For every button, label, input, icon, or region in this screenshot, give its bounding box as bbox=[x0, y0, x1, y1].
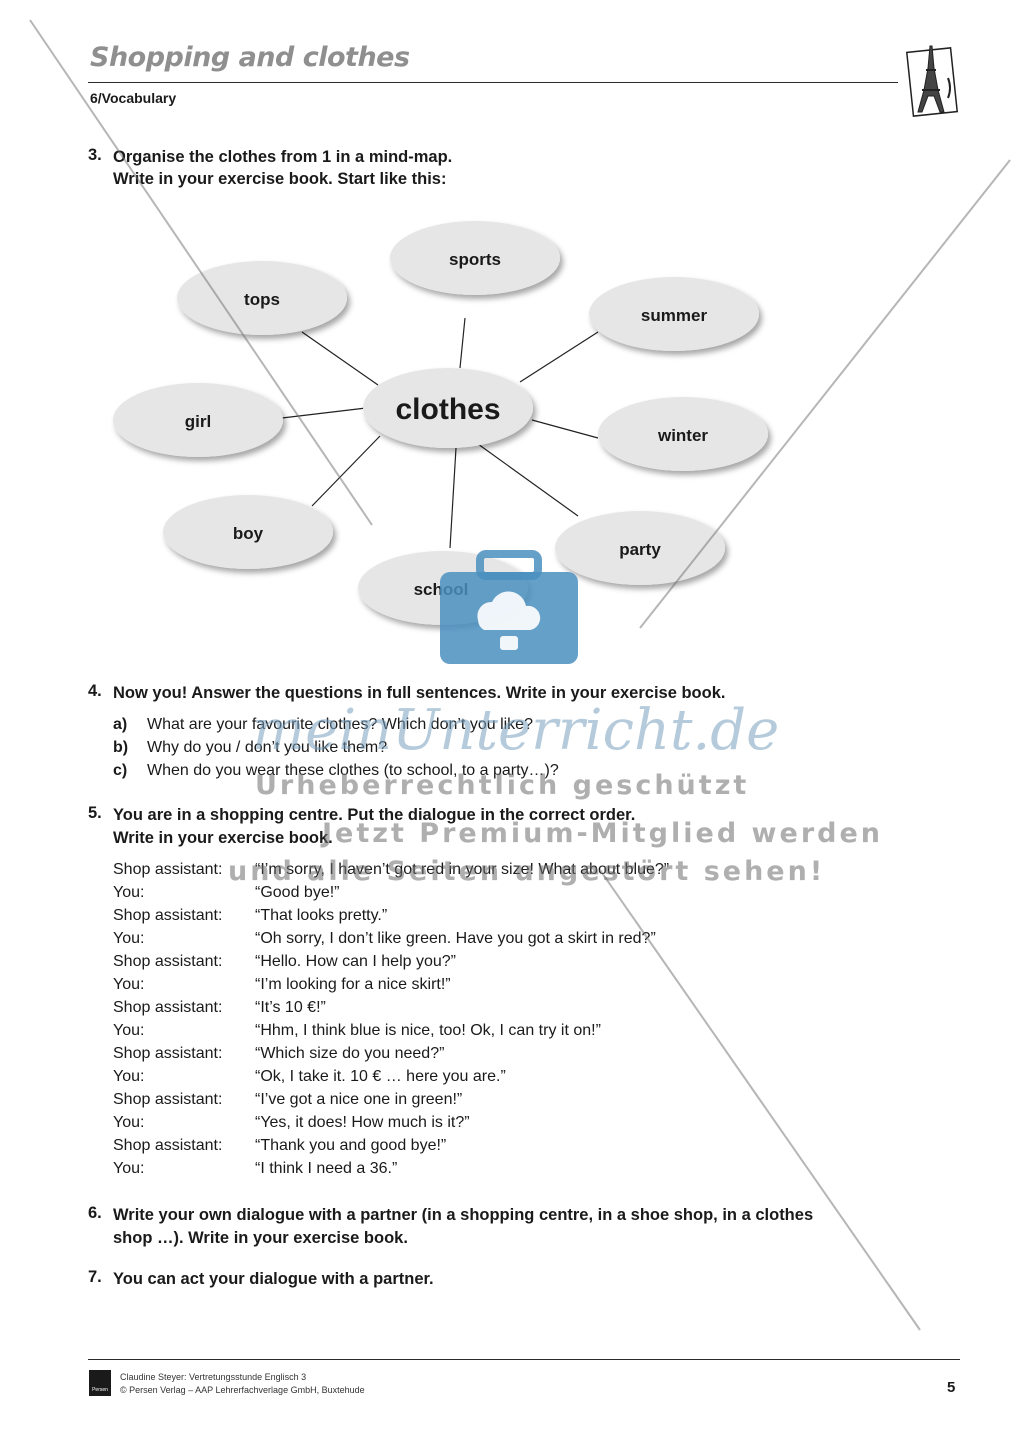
mind-map-node-label: summer bbox=[641, 306, 708, 325]
question-item: a) What are your favourite clothes? Which… bbox=[113, 713, 533, 736]
dialogue-row: Shop assistant: “It’s 10 €!” bbox=[113, 996, 326, 1019]
task-number: 4. bbox=[88, 682, 102, 700]
dialogue-line: “Hello. How can I help you?” bbox=[255, 953, 456, 970]
connector-line bbox=[459, 317, 466, 369]
question-text: Why do you / don’t you like them? bbox=[147, 739, 388, 756]
task-6-line-2: shop …). Write in your exercise book. bbox=[113, 1229, 408, 1247]
dialogue-row: Shop assistant: “I’m sorry, I haven’t got… bbox=[113, 858, 669, 881]
question-letter: b) bbox=[113, 739, 129, 756]
task-7-text: You can act your dialogue with a partner… bbox=[113, 1270, 434, 1288]
dialogue-row: You: “Oh sorry, I don’t like green. Have … bbox=[113, 927, 656, 950]
dialogue-line: “Thank you and good bye!” bbox=[255, 1137, 447, 1154]
dialogue-speaker: Shop assistant: bbox=[113, 1045, 223, 1062]
task-number: 6. bbox=[88, 1204, 102, 1222]
connector-line bbox=[311, 435, 381, 507]
mind-map-node-label: sports bbox=[449, 250, 501, 269]
bubble-sports bbox=[390, 221, 560, 295]
eiffel-tower-icon bbox=[905, 45, 959, 117]
mind-map-center-label: clothes bbox=[395, 393, 500, 426]
mind-map-node-label: girl bbox=[185, 412, 211, 431]
mind-map-node-label: party bbox=[619, 540, 661, 559]
header-divider bbox=[88, 82, 898, 83]
dialogue-line: “Good bye!” bbox=[255, 884, 340, 901]
bubble-center bbox=[363, 368, 533, 448]
watermark-line-3: und alle Seiten ungestört sehen! bbox=[228, 856, 826, 887]
footer-copyright-line: © Persen Verlag – AAP Lehrerfachverlage … bbox=[120, 1385, 365, 1395]
connector-line bbox=[531, 419, 599, 439]
briefcase-cloud-icon bbox=[440, 550, 578, 664]
dialogue-row: You: “I’m looking for a nice skirt!” bbox=[113, 973, 451, 996]
task-5-line-2: Write in your exercise book. bbox=[113, 829, 333, 847]
dialogue-row: You: “Ok, I take it. 10 € … here you are.… bbox=[113, 1065, 506, 1088]
task-4-text: Now you! Answer the questions in full se… bbox=[113, 684, 726, 702]
watermark-line-2: Jetzt Premium-Mitglied werden bbox=[322, 818, 883, 849]
dialogue-row: Shop assistant: “Which size do you need?” bbox=[113, 1042, 444, 1065]
dialogue-line: “Ok, I take it. 10 € … here you are.” bbox=[255, 1068, 506, 1085]
dialogue-speaker: You: bbox=[113, 884, 145, 901]
publisher-logo: Persen bbox=[89, 1370, 111, 1396]
footer-credit-line: Claudine Steyer: Vertretungsstunde Engli… bbox=[120, 1372, 307, 1382]
connector-line bbox=[301, 331, 379, 386]
dialogue-speaker: You: bbox=[113, 1022, 145, 1039]
dialogue-row: Shop assistant: “I’ve got a nice one in g… bbox=[113, 1088, 462, 1111]
mind-map-node-label: winter bbox=[657, 426, 708, 445]
dialogue-line: “I’ve got a nice one in green!” bbox=[255, 1091, 463, 1108]
dialogue-speaker: You: bbox=[113, 1160, 145, 1177]
dialogue-speaker: Shop assistant: bbox=[113, 1137, 223, 1154]
dialogue-row: You: “Good bye!” bbox=[113, 881, 339, 904]
footer-divider bbox=[88, 1359, 960, 1360]
connector-line bbox=[449, 447, 457, 549]
task-number: 7. bbox=[88, 1268, 102, 1286]
question-letter: a) bbox=[113, 716, 128, 733]
task-5-line-1: You are in a shopping centre. Put the di… bbox=[113, 806, 636, 824]
dialogue-line: “Hhm, I think blue is nice, too! Ok, I c… bbox=[255, 1022, 601, 1039]
dialogue-row: Shop assistant: “Hello. How can I help yo… bbox=[113, 950, 456, 973]
connector-line bbox=[519, 331, 599, 383]
dialogue-row: Shop assistant: “That looks pretty.” bbox=[113, 904, 387, 927]
question-letter: c) bbox=[113, 762, 128, 779]
dialogue-speaker: You: bbox=[113, 930, 145, 947]
dialogue-line: “That looks pretty.” bbox=[255, 907, 388, 924]
dialogue-row: Shop assistant: “Thank you and good bye!” bbox=[113, 1134, 446, 1157]
dialogue-line: “Which size do you need?” bbox=[255, 1045, 445, 1062]
publisher-logo-text: Persen bbox=[92, 1387, 108, 1393]
dialogue-line: “It’s 10 €!” bbox=[255, 999, 326, 1016]
dialogue-speaker: Shop assistant: bbox=[113, 999, 223, 1016]
question-item: c) When do you wear these clothes (to sch… bbox=[113, 759, 559, 782]
dialogue-line: “I’m looking for a nice skirt!” bbox=[255, 976, 451, 993]
dialogue-speaker: You: bbox=[113, 976, 145, 993]
mind-map-node-label: boy bbox=[233, 524, 264, 543]
question-text: What are your favourite clothes? Which d… bbox=[147, 716, 533, 733]
task-number: 5. bbox=[88, 804, 102, 822]
question-text: When do you wear these clothes (to schoo… bbox=[147, 762, 559, 779]
question-item: b) Why do you / don’t you like them? bbox=[113, 736, 387, 759]
connector-line bbox=[477, 443, 579, 517]
page-number: 5 bbox=[947, 1379, 956, 1396]
dialogue-row: You: “Yes, it does! How much is it?” bbox=[113, 1111, 470, 1134]
dialogue-speaker: You: bbox=[113, 1068, 145, 1085]
dialogue-speaker: Shop assistant: bbox=[113, 861, 223, 878]
mind-map-node-label: tops bbox=[244, 290, 280, 309]
dialogue-line: “I think I need a 36.” bbox=[255, 1160, 398, 1177]
watermark-brand: meinUnterricht.de bbox=[252, 698, 780, 763]
dialogue-speaker: Shop assistant: bbox=[113, 907, 223, 924]
dialogue-line: “Oh sorry, I don’t like green. Have you … bbox=[255, 930, 656, 947]
watermark-line-1: Urheberrechtlich geschützt bbox=[255, 770, 750, 801]
dialogue-speaker: Shop assistant: bbox=[113, 1091, 223, 1108]
dialogue-line: “I’m sorry, I haven’t got red in your si… bbox=[255, 861, 670, 878]
task-6-line-1: Write your own dialogue with a partner (… bbox=[113, 1206, 814, 1224]
connector-line bbox=[281, 407, 367, 419]
dialogue-row: You: “Hhm, I think blue is nice, too! Ok,… bbox=[113, 1019, 601, 1042]
dialogue-speaker: Shop assistant: bbox=[113, 953, 223, 970]
dialogue-row: You: “I think I need a 36.” bbox=[113, 1157, 397, 1180]
dialogue-speaker: You: bbox=[113, 1114, 145, 1131]
dialogue-line: “Yes, it does! How much is it?” bbox=[255, 1114, 470, 1131]
